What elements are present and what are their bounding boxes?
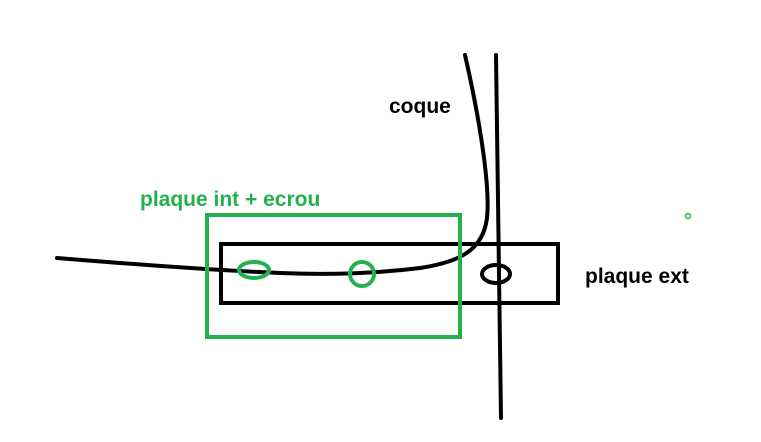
coque-curve <box>55 53 490 276</box>
plaque-ext-hole <box>480 263 512 285</box>
label-coque: coque <box>389 95 451 118</box>
plaque-int-rect <box>205 213 462 339</box>
vertical-line <box>494 53 503 420</box>
plaque-ext-rect <box>219 242 560 305</box>
stray-green-dot <box>684 212 692 220</box>
nut-right <box>348 260 376 288</box>
nut-left <box>237 260 271 280</box>
label-plaque-ext: plaque ext <box>585 265 689 288</box>
label-plaque-int: plaque int + ecrou <box>140 188 321 211</box>
